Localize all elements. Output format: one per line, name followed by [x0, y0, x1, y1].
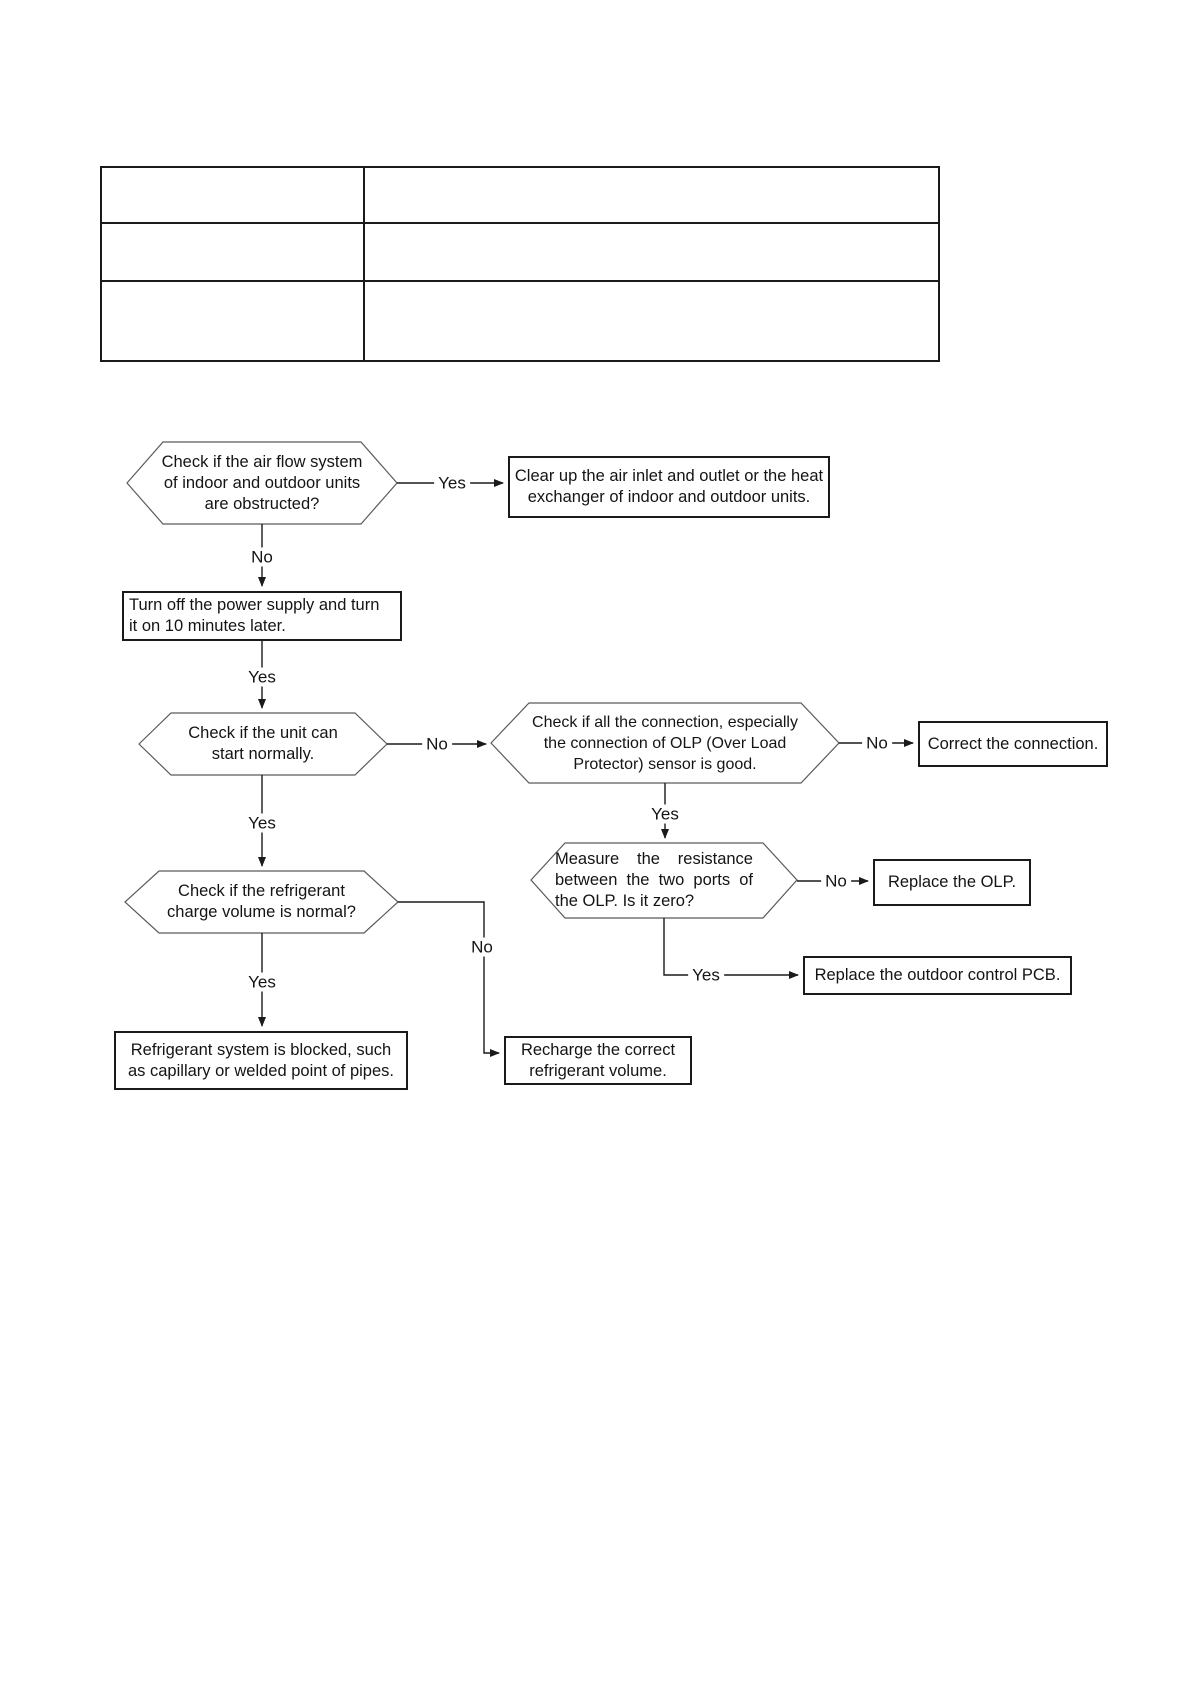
- edge-label-yes: Yes: [688, 965, 724, 985]
- node-text: the OLP. Is it zero?: [555, 892, 695, 910]
- node-text: Protector) sensor is good.: [573, 755, 757, 773]
- edge-label-yes: Yes: [244, 972, 280, 992]
- node-text: Clear up the air inlet and outlet or the…: [514, 467, 824, 485]
- edge-label-yes: Yes: [434, 473, 470, 493]
- edge-label-yes: Yes: [647, 804, 683, 824]
- node-text: it on 10 minutes later.: [129, 617, 286, 635]
- node-text: charge volume is normal?: [167, 903, 356, 921]
- table-cell: [365, 224, 938, 282]
- spec-table: [100, 166, 940, 362]
- decision-airflow-obstructed: Check if the air flow system of indoor a…: [127, 442, 397, 524]
- process-recharge-refrigerant: Recharge the correct refrigerant volume.: [504, 1036, 692, 1085]
- node-text: are obstructed?: [204, 494, 320, 513]
- decision-olp-resistance: Measure the resistance between the two p…: [555, 843, 753, 918]
- node-text: Refrigerant system is blocked, such: [130, 1040, 392, 1059]
- node-text: the connection of OLP (Over Load: [543, 734, 787, 752]
- table-cell: [102, 282, 365, 360]
- edge-label-yes: Yes: [244, 667, 280, 687]
- node-text: of indoor and outdoor units: [163, 473, 361, 492]
- decision-olp-resistance-shape: [530, 842, 798, 919]
- decision-unit-start: Check if the unit can start normally.: [139, 713, 387, 775]
- node-text: Turn off the power supply and turn: [129, 596, 380, 614]
- table-cell: [102, 224, 365, 282]
- edge-label-yes: Yes: [244, 813, 280, 833]
- node-text: refrigerant volume.: [529, 1061, 667, 1080]
- process-power-cycle: Turn off the power supply and turn it on…: [122, 591, 402, 641]
- node-text: Check if all the connection, especially: [532, 713, 798, 731]
- process-correct-connection: Correct the connection.: [918, 721, 1108, 767]
- node-text: as capillary or welded point of pipes.: [128, 1061, 394, 1080]
- node-text: Recharge the correct: [520, 1040, 676, 1059]
- node-text: between the two ports of: [555, 871, 753, 889]
- process-replace-olp: Replace the OLP.: [873, 859, 1031, 906]
- process-refrigerant-blocked: Refrigerant system is blocked, such as c…: [114, 1031, 408, 1090]
- node-text: start normally.: [211, 745, 315, 763]
- decision-olp-connection: Check if all the connection, especially …: [491, 703, 839, 783]
- node-text: Check if the air flow system: [161, 452, 363, 471]
- node-text: exchanger of indoor and outdoor units.: [527, 488, 811, 506]
- node-text: Replace the OLP.: [887, 873, 1017, 891]
- table-cell: [102, 168, 365, 224]
- table-cell: [365, 168, 938, 224]
- node-text: Check if the unit can: [188, 724, 338, 742]
- node-text: Replace the outdoor control PCB.: [814, 966, 1061, 984]
- edge-label-no: No: [821, 871, 851, 891]
- edge-resistance-yes: [663, 918, 799, 979]
- process-clear-air-inlet: Clear up the air inlet and outlet or the…: [508, 456, 830, 518]
- edge-refrigerant-no: [398, 901, 500, 1057]
- edge-label-no: No: [247, 547, 277, 567]
- decision-refrigerant-charge: Check if the refrigerant charge volume i…: [125, 871, 398, 933]
- process-replace-outdoor-pcb: Replace the outdoor control PCB.: [803, 956, 1072, 995]
- edge-label-no: No: [467, 937, 497, 957]
- node-text: Check if the refrigerant: [178, 882, 345, 900]
- node-text: Correct the connection.: [927, 734, 1099, 753]
- edge-label-no: No: [862, 733, 892, 753]
- edge-label-no: No: [422, 734, 452, 754]
- node-text: Measure the resistance: [555, 850, 753, 868]
